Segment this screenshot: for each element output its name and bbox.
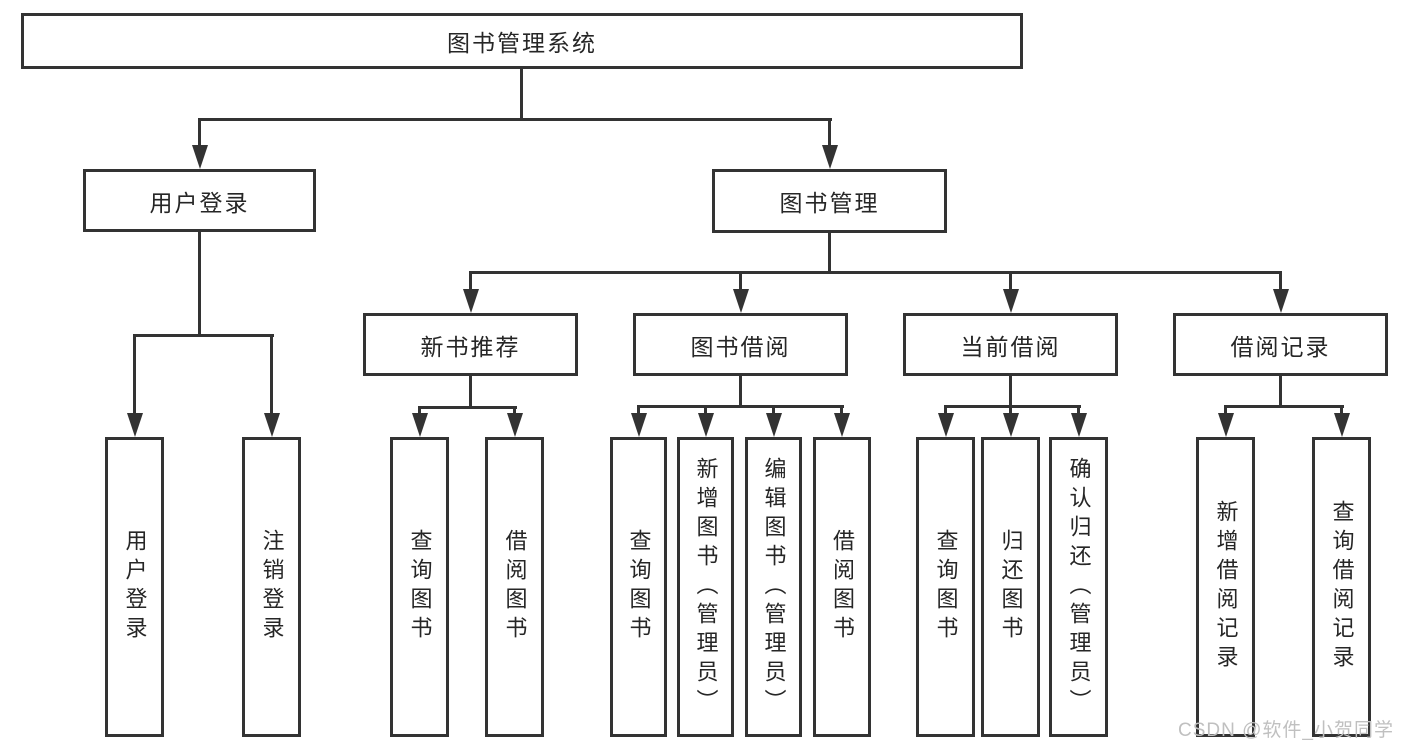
node-book-borrow-label: 图书借阅 bbox=[690, 333, 791, 360]
arrowhead-bb-borrow-icon bbox=[833, 413, 850, 437]
leaf-bb-edit-books-label: 编辑图书（管理员） bbox=[761, 456, 787, 718]
connector-leaf-login-drop bbox=[133, 337, 136, 415]
node-user-login: 用户登录 bbox=[83, 169, 316, 232]
leaf-bb-query-books-label: 查询图书 bbox=[626, 529, 652, 645]
node-book-management: 图书管理 bbox=[712, 169, 947, 233]
leaf-cb-return-books-label: 归还图书 bbox=[998, 529, 1024, 645]
connector-br-add-drop bbox=[1224, 408, 1227, 415]
connector-borrow-record-children-branch bbox=[1224, 405, 1344, 408]
arrowhead-nb-borrow-icon bbox=[506, 413, 523, 437]
arrowhead-leaf-logout-icon bbox=[263, 413, 280, 437]
node-current-borrow-label: 当前借阅 bbox=[960, 333, 1061, 360]
leaf-bb-borrow-books-label: 借阅图书 bbox=[830, 529, 855, 645]
connector-user-login-drop bbox=[198, 121, 201, 147]
connector-cb-return-drop bbox=[1009, 408, 1012, 415]
leaf-cb-query-books: 查询图书 bbox=[916, 437, 975, 737]
leaf-user-login: 用户登录 bbox=[105, 437, 164, 737]
connector-book-borrow-to-children-stem bbox=[739, 376, 742, 406]
leaf-cb-confirm-return: 确认归还（管理员） bbox=[1049, 437, 1108, 737]
connector-new-book-to-children-stem bbox=[469, 376, 472, 407]
connector-new-book-children-branch bbox=[418, 406, 517, 409]
arrowhead-bb-query-icon bbox=[630, 413, 647, 437]
arrowhead-borrow-record-icon bbox=[1272, 289, 1289, 313]
leaf-nb-borrow-books-label: 借阅图书 bbox=[502, 529, 528, 645]
leaf-bb-add-books-label: 新增图书（管理员） bbox=[693, 456, 719, 718]
leaf-br-add-record: 新增借阅记录 bbox=[1196, 437, 1255, 737]
connector-bb-edit-drop bbox=[772, 408, 775, 415]
connector-level2-branch bbox=[198, 118, 832, 121]
connector-borrow-record-drop bbox=[1279, 274, 1282, 291]
leaf-cb-confirm-return-label: 确认归还（管理员） bbox=[1066, 456, 1092, 718]
connector-cb-confirm-drop bbox=[1077, 408, 1080, 415]
connector-user-login-children-branch bbox=[133, 334, 274, 337]
connector-current-borrow-to-children-stem bbox=[1009, 376, 1012, 406]
connector-book-borrow-drop bbox=[739, 274, 742, 291]
node-book-borrow: 图书借阅 bbox=[633, 313, 848, 376]
watermark-text: CSDN @软件_小贺同学 bbox=[1178, 720, 1394, 741]
node-root-label: 图书管理系统 bbox=[447, 30, 597, 56]
arrowhead-current-borrow-icon bbox=[1002, 289, 1019, 313]
leaf-logout: 注销登录 bbox=[242, 437, 301, 737]
arrowhead-cb-query-icon bbox=[937, 413, 954, 437]
connector-nb-query-drop bbox=[418, 409, 421, 415]
leaf-cb-query-books-label: 查询图书 bbox=[933, 529, 959, 645]
connector-br-query-drop bbox=[1340, 408, 1343, 415]
leaf-bb-borrow-books: 借阅图书 bbox=[813, 437, 871, 737]
connector-leaf-logout-drop bbox=[270, 337, 273, 415]
leaf-bb-query-books: 查询图书 bbox=[610, 437, 667, 737]
node-user-login-label: 用户登录 bbox=[149, 189, 250, 216]
leaf-user-login-label: 用户登录 bbox=[122, 529, 148, 645]
arrowhead-cb-confirm-icon bbox=[1070, 413, 1087, 437]
connector-new-book-drop bbox=[469, 274, 472, 291]
leaf-br-add-record-label: 新增借阅记录 bbox=[1213, 500, 1239, 674]
connector-bb-borrow-drop bbox=[840, 408, 843, 415]
leaf-nb-borrow-books: 借阅图书 bbox=[485, 437, 544, 737]
connector-book-management-to-children-stem bbox=[828, 233, 831, 273]
connector-book-borrow-children-branch bbox=[637, 405, 844, 408]
connector-bb-add-drop bbox=[704, 408, 707, 415]
arrowhead-br-query-icon bbox=[1333, 413, 1350, 437]
leaf-br-query-record: 查询借阅记录 bbox=[1312, 437, 1371, 737]
node-borrow-record: 借阅记录 bbox=[1173, 313, 1388, 376]
node-borrow-record-label: 借阅记录 bbox=[1230, 333, 1331, 360]
connector-current-borrow-drop bbox=[1009, 274, 1012, 291]
node-root: 图书管理系统 bbox=[21, 13, 1023, 69]
node-current-borrow: 当前借阅 bbox=[903, 313, 1118, 376]
arrowhead-cb-return-icon bbox=[1002, 413, 1019, 437]
leaf-nb-query-books: 查询图书 bbox=[390, 437, 449, 737]
leaf-logout-label: 注销登录 bbox=[259, 529, 285, 645]
node-new-book-recommend-label: 新书推荐 bbox=[420, 333, 521, 360]
arrowhead-book-management-icon bbox=[821, 145, 838, 169]
connector-borrow-record-to-children-stem bbox=[1279, 376, 1282, 406]
arrowhead-leaf-login-icon bbox=[126, 413, 143, 437]
arrowhead-user-login-icon bbox=[191, 145, 208, 169]
connector-current-borrow-children-branch bbox=[944, 405, 1081, 408]
connector-nb-borrow-drop bbox=[513, 409, 516, 415]
arrowhead-book-borrow-icon bbox=[732, 289, 749, 313]
leaf-br-query-record-label: 查询借阅记录 bbox=[1329, 500, 1355, 674]
arrowhead-br-add-icon bbox=[1217, 413, 1234, 437]
connector-root-to-level2-stem bbox=[520, 69, 523, 121]
arrowhead-bb-add-icon bbox=[697, 413, 714, 437]
connector-user-login-to-children-stem bbox=[198, 232, 201, 336]
leaf-cb-return-books: 归还图书 bbox=[981, 437, 1040, 737]
connector-level3-branch bbox=[469, 271, 1282, 274]
node-new-book-recommend: 新书推荐 bbox=[363, 313, 578, 376]
arrowhead-bb-edit-icon bbox=[765, 413, 782, 437]
leaf-nb-query-books-label: 查询图书 bbox=[407, 529, 433, 645]
connector-cb-query-drop bbox=[944, 408, 947, 415]
node-book-management-label: 图书管理 bbox=[779, 190, 880, 216]
arrowhead-new-book-icon bbox=[462, 289, 479, 313]
connector-book-management-drop bbox=[828, 121, 831, 147]
connector-bb-query-drop bbox=[637, 408, 640, 415]
arrowhead-nb-query-icon bbox=[411, 413, 428, 437]
leaf-bb-add-books: 新增图书（管理员） bbox=[677, 437, 734, 737]
leaf-bb-edit-books: 编辑图书（管理员） bbox=[745, 437, 802, 737]
